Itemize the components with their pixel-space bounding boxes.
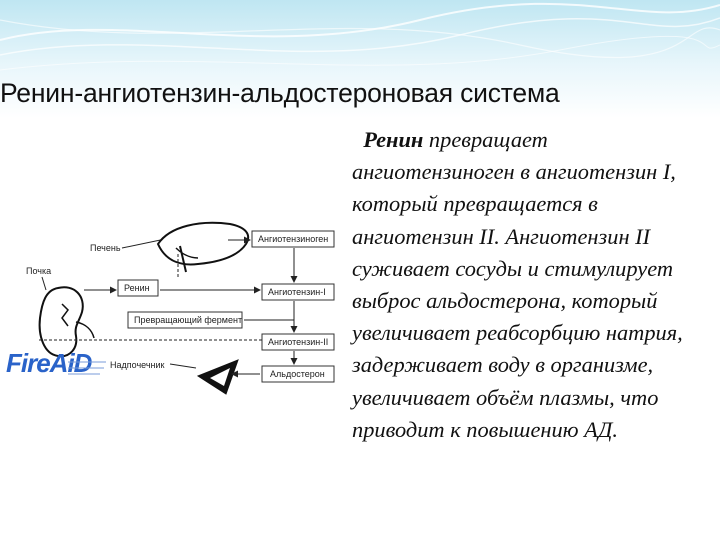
box-angiotensinogen: Ангиотензиноген (251, 230, 335, 248)
watermark-underline-decoration (68, 361, 106, 375)
liver-label: Печень (90, 243, 121, 253)
raas-diagram: Печень Почка Надпочечник Ангиотензиноген… (26, 221, 335, 395)
liver-icon (156, 221, 250, 266)
fireaid-watermark-logo: FireAiD (6, 348, 92, 378)
body-description: превращает ангиотензиноген в ангиотензин… (352, 127, 683, 442)
kidney-label: Почка (26, 266, 51, 276)
renin-label: Ренин (124, 283, 150, 293)
kidney-icon (38, 286, 84, 358)
angiotensin-1-label: Ангиотензин-I (268, 287, 326, 297)
box-converting-enzyme: Превращающий фермент (127, 311, 243, 329)
renin-term: Ренин (363, 127, 424, 152)
box-renin: Ренин (117, 279, 159, 297)
box-angiotensin-1: Ангиотензин-I (261, 283, 335, 301)
slide-header (0, 0, 720, 118)
aldosterone-label: Альдостерон (270, 369, 325, 379)
slide-body-text: Ренин превращает ангиотензиноген в ангио… (352, 124, 716, 446)
box-angiotensin-2: Ангиотензин-II (261, 333, 335, 351)
box-aldosterone: Альдостерон (261, 365, 335, 383)
decorative-waves (0, 2, 720, 71)
adrenal-leader-line (169, 363, 197, 369)
kidney-leader-line (41, 276, 47, 291)
adrenal-label: Надпочечник (110, 360, 165, 370)
converting-enzyme-label: Превращающий фермент (134, 315, 242, 325)
angiotensinogen-label: Ангиотензиноген (258, 234, 328, 244)
slide-title: Ренин-ангиотензин-альдостероновая систем… (0, 78, 560, 108)
angiotensin-2-label: Ангиотензин-II (268, 337, 328, 347)
